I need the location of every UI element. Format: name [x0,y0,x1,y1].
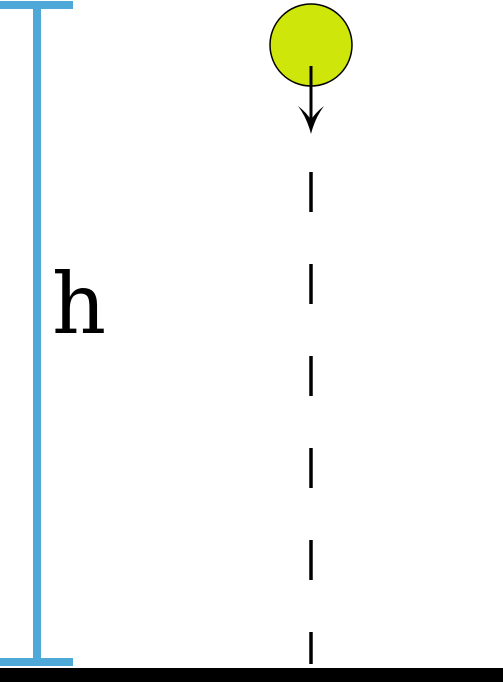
ground-line [0,668,503,682]
height-marker [0,1,73,666]
height-label: h [52,255,106,353]
arrow-head-icon [298,106,324,134]
falling-direction-arrow [298,66,324,134]
